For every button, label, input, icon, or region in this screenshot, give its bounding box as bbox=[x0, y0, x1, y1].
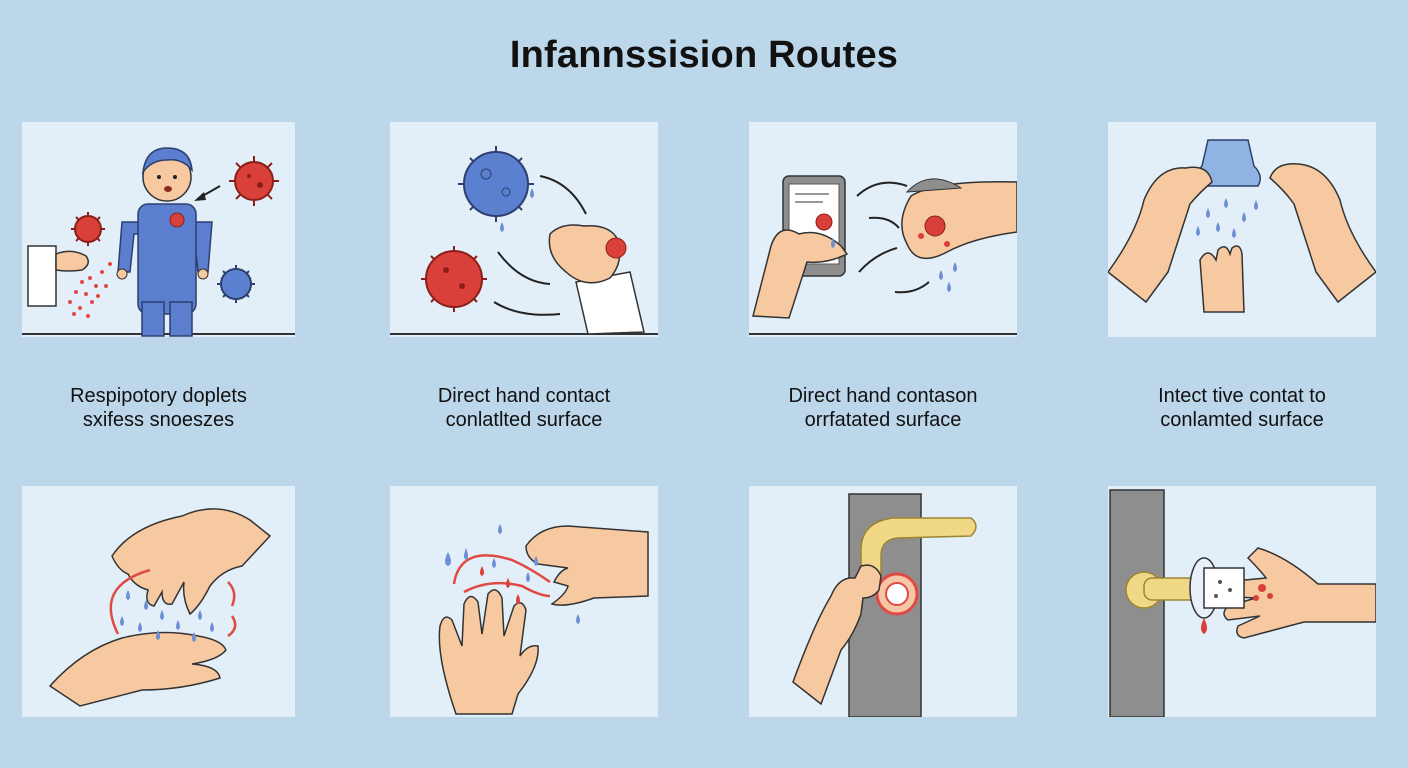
panel-faucet-contact bbox=[1108, 122, 1376, 337]
page-title: Infannssision Routes bbox=[509, 34, 899, 76]
droplet-icon bbox=[500, 188, 534, 232]
virus-icon bbox=[421, 246, 487, 312]
panel-droplets-palm bbox=[22, 486, 295, 717]
arrow-icon bbox=[194, 185, 221, 201]
virus-icon bbox=[169, 212, 185, 228]
caption-line: orrfatated surface bbox=[804, 409, 962, 431]
sneeze-hand-icon bbox=[27, 245, 89, 307]
panel-phone-contact bbox=[749, 122, 1017, 337]
door-handle-icon bbox=[1125, 571, 1205, 609]
person-icon bbox=[116, 147, 213, 337]
caption-line: sxifess snoeszes bbox=[82, 409, 235, 431]
hand-icon bbox=[752, 229, 849, 319]
hand-icon bbox=[48, 508, 272, 707]
droplet-icon bbox=[1196, 198, 1258, 238]
virus-icon bbox=[71, 212, 105, 246]
droplet-icon bbox=[120, 590, 214, 642]
droplet-icon bbox=[831, 238, 957, 292]
caption-faucet-contact: Intect tive contat to conlamted surface bbox=[1098, 384, 1386, 432]
droplet-icon bbox=[1201, 618, 1207, 634]
panel-door-handle bbox=[749, 486, 1017, 717]
caption-direct-hand-contact: Direct hand contact conlatlted surface bbox=[380, 384, 668, 432]
panel-door-handle-wipe bbox=[1108, 486, 1376, 717]
panel-droplets-hands bbox=[390, 486, 658, 717]
caption-respiratory-droplets: Respipotory doplets sxifess snoeszes bbox=[22, 384, 295, 432]
arrow-icon bbox=[856, 181, 930, 294]
virus-icon bbox=[458, 146, 534, 222]
wipe-icon bbox=[1189, 557, 1245, 619]
fist-icon bbox=[548, 224, 645, 335]
hand-icon bbox=[792, 564, 882, 706]
caption-line: Direct hand contason bbox=[788, 385, 978, 407]
hand-icon bbox=[901, 178, 1017, 260]
caption-line: Respipotory doplets bbox=[70, 385, 247, 407]
arc-mark bbox=[109, 568, 237, 638]
door-handle-icon bbox=[860, 517, 977, 616]
virus-icon bbox=[217, 265, 255, 303]
arc-mark bbox=[452, 554, 551, 598]
caption-line: conlatlted surface bbox=[445, 409, 603, 431]
caption-line: Direct hand contact bbox=[437, 385, 611, 407]
caption-line: conlamted surface bbox=[1160, 409, 1324, 431]
droplet-icon bbox=[445, 524, 580, 624]
caption-phone-contact: Direct hand contason orrfatated surface bbox=[739, 384, 1027, 432]
hands-icon bbox=[1108, 163, 1376, 313]
droplet-spray bbox=[68, 262, 112, 318]
virus-icon bbox=[229, 156, 279, 206]
panel-respiratory-droplets bbox=[22, 122, 295, 337]
caption-line: Intect tive contat to bbox=[1158, 385, 1326, 407]
arrow-icon bbox=[493, 175, 587, 316]
hand-icon bbox=[438, 525, 649, 715]
panel-direct-hand-contact bbox=[390, 122, 658, 337]
